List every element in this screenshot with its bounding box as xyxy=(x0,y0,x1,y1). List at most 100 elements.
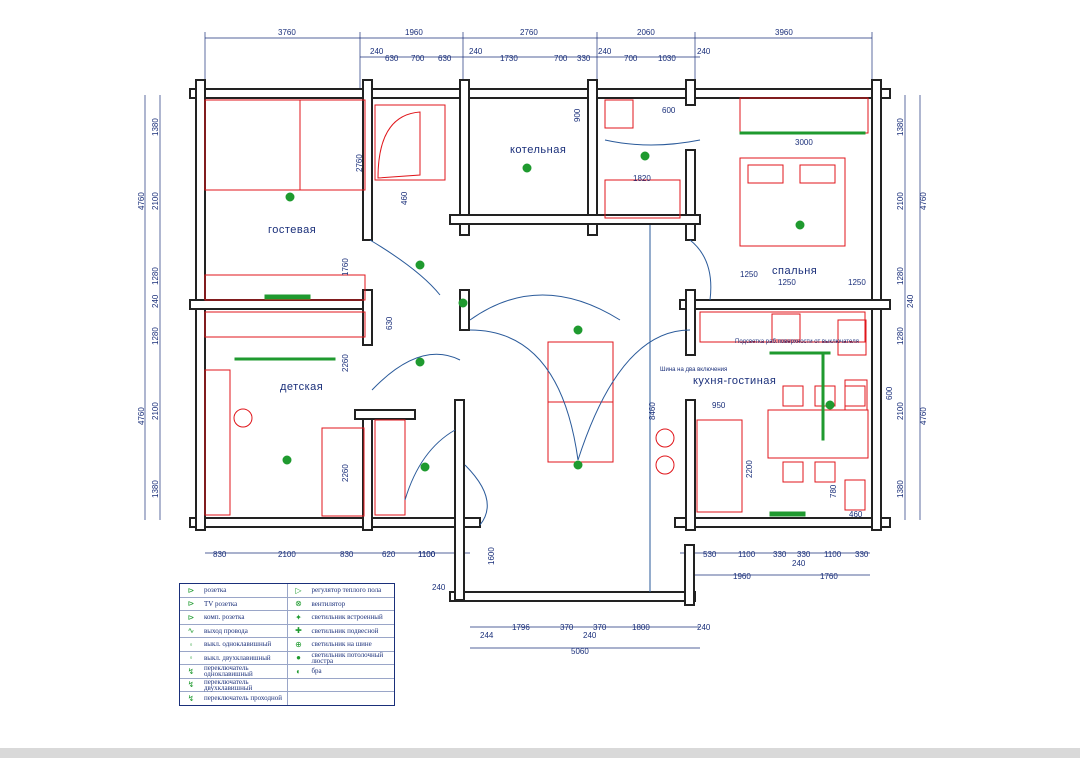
legend-label: светильник подвесной xyxy=(311,626,379,635)
dim-label: 2100 xyxy=(896,192,905,210)
dim-label: 1250 xyxy=(848,278,866,287)
legend-label: розетка xyxy=(204,586,227,595)
fan-icon: ⊗ xyxy=(295,599,302,609)
legend-cell: ◦выкл. одноклавишный xyxy=(180,638,288,651)
dim-label: 1280 xyxy=(896,267,905,285)
dim-label: 240 xyxy=(598,47,612,56)
legend-cell: ⊳TV розетка xyxy=(180,597,288,610)
legend-cell: ▷регулятор теплого пола xyxy=(288,584,395,597)
dim-label: 1280 xyxy=(896,327,905,345)
legend-label: вентилятор xyxy=(311,599,346,608)
legend-label: переключатель одноклавишный xyxy=(204,664,253,679)
dim-label: 1030 xyxy=(658,54,676,63)
ceiling-light-icon xyxy=(825,400,835,410)
dim-label: 1280 xyxy=(151,267,160,285)
dim-label: 2260 xyxy=(341,354,350,372)
legend-table: ⊳розетка▷регулятор теплого пола⊳TV розет… xyxy=(179,583,395,706)
dim-label: 830 xyxy=(340,550,354,559)
dim-label: 1100 xyxy=(738,550,756,559)
recessed-light-icon: ✦ xyxy=(295,612,302,622)
dim-label: 370 xyxy=(560,623,574,632)
dim-label: 240 xyxy=(432,583,446,592)
dim-label: 330 xyxy=(773,550,787,559)
legend-cell: ↯переключатель двухклавишный xyxy=(180,678,288,691)
guest-bed xyxy=(204,99,366,191)
dim-label: 2060 xyxy=(637,28,655,37)
ceiling-light-icon xyxy=(522,163,532,173)
legend-label: выход провода xyxy=(204,626,248,635)
legend-label: выкл. двухклавишный xyxy=(204,653,271,662)
dim-label: 370 xyxy=(593,623,607,632)
kids-bed xyxy=(321,427,365,517)
door-swings xyxy=(369,139,712,592)
room-label-boiler: котельная xyxy=(510,144,566,156)
ceiling-light-icon xyxy=(285,192,295,202)
dim-label: 630 xyxy=(385,316,394,330)
legend-row: ∿ выход провода ✚ светильник подвесной xyxy=(180,624,395,638)
sofa xyxy=(696,419,743,513)
legend-cell: ✚ светильник подвесной xyxy=(288,625,395,638)
double-switch-icon: ◦ xyxy=(189,653,193,663)
dim-label: 460 xyxy=(849,510,863,519)
dim-label: 600 xyxy=(885,386,894,400)
bathtub-corner xyxy=(374,104,446,181)
dim-label: 1796 xyxy=(512,623,530,632)
dim-label: 3960 xyxy=(775,28,793,37)
dim-label: 3000 xyxy=(795,138,813,147)
legend-cell: ∿ выход провода xyxy=(180,624,288,637)
dimension-labels: 3760 1960 2760 2060 3960 240 630 700 630… xyxy=(137,28,928,656)
legend-cell: ◐бра xyxy=(288,665,395,678)
dim-label: 240 xyxy=(370,47,384,56)
legend-cell: ⊕светильник на шине xyxy=(288,638,395,651)
dim-label: 2100 xyxy=(278,550,296,559)
stove xyxy=(771,313,801,341)
legend-row: ↯переключатель проходной xyxy=(180,692,394,705)
legend-row: ⊳ комп. розетка ✦ светильник встроенный xyxy=(180,611,394,625)
room-label-guest: гостевая xyxy=(268,224,316,236)
dim-label: 4760 xyxy=(137,192,146,210)
hall-wardrobe xyxy=(374,419,406,516)
ceiling-light-icon xyxy=(282,455,292,465)
dim-label: 1100 xyxy=(418,550,436,559)
kitchen-counter xyxy=(699,311,866,343)
dim-label: 1380 xyxy=(151,118,160,136)
single-switch-icon: ◦ xyxy=(189,639,193,649)
bottom-bar xyxy=(0,748,1080,758)
legend-label: комп. розетка xyxy=(204,613,245,622)
dim-label: 2100 xyxy=(151,192,160,210)
dim-label: 1380 xyxy=(151,480,160,498)
legend-cell: ●светильник потолочный люстра xyxy=(288,651,395,664)
note-surface-lighting: Подсветка раб.поверхности от выключателя xyxy=(735,339,859,345)
legend-label: светильник на шине xyxy=(311,640,372,649)
legend-cell: ↯переключатель проходной xyxy=(180,692,288,705)
dim-label: 1100 xyxy=(824,550,842,559)
legend-cell: ⊳розетка xyxy=(180,584,288,597)
legend-cell: ✦ светильник встроенный xyxy=(288,611,395,624)
ceiling-light-icon xyxy=(420,462,430,472)
dim-label: 1250 xyxy=(778,278,796,287)
double-changeover-switch-icon: ↯ xyxy=(187,680,195,690)
computer-socket-icon: ⊳ xyxy=(187,612,195,622)
pendant-light-icon: ✚ xyxy=(295,626,302,636)
room-label-bedroom: спальня xyxy=(772,265,817,277)
dim-label: 330 xyxy=(577,54,591,63)
single-changeover-switch-icon: ↯ xyxy=(187,666,195,676)
dim-label: 700 xyxy=(624,54,638,63)
dim-label: 3760 xyxy=(278,28,296,37)
walls xyxy=(189,79,891,606)
dim-label: 4760 xyxy=(919,407,928,425)
wall-sconce-icon: ◐ xyxy=(296,666,301,676)
legend-row: ⊳розетка▷регулятор теплого пола xyxy=(180,584,394,598)
dim-label: 240 xyxy=(697,47,711,56)
dim-label: 244 xyxy=(480,631,494,640)
legend-cell xyxy=(288,679,395,692)
legend-row: ↯ переключатель одноклавишный ◐бра xyxy=(180,665,394,679)
guest-wardrobe xyxy=(204,274,366,301)
ceiling-light-icon xyxy=(640,151,650,161)
dim-label: 950 xyxy=(712,401,726,410)
legend-label: светильник встроенный xyxy=(311,613,383,622)
dim-label: 240 xyxy=(697,623,711,632)
dim-label: 600 xyxy=(662,106,676,115)
wire-outlet-icon: ∿ xyxy=(187,626,195,636)
